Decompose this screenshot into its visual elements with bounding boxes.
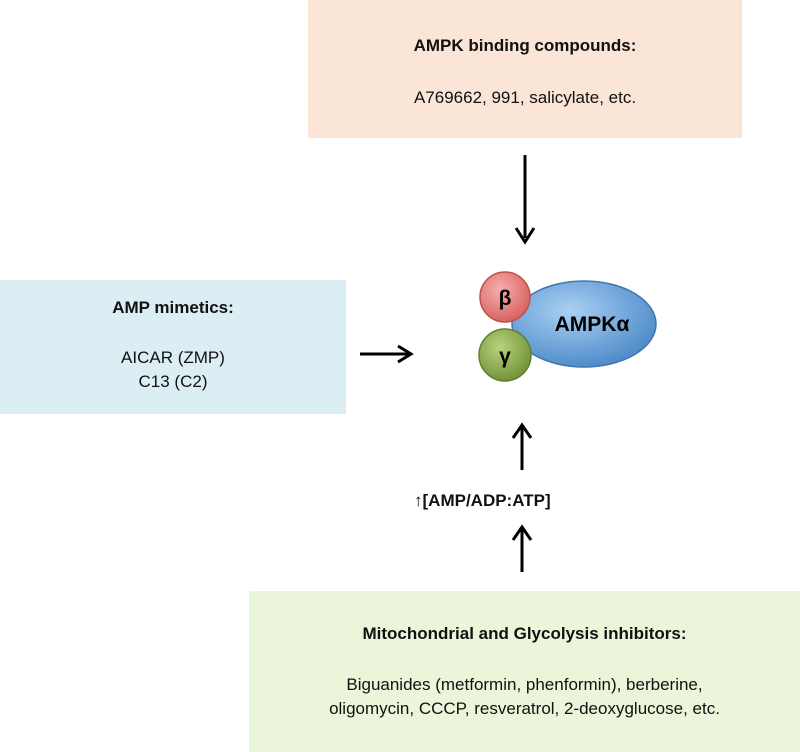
ampk-gamma-label: γ: [499, 345, 511, 368]
amp-mimetics-list: AICAR (ZMP) C13 (C2): [0, 346, 346, 394]
nucleotide-ratio-text: [AMP/ADP:ATP]: [422, 491, 551, 510]
amp-mimetic-aicar: AICAR (ZMP): [121, 348, 225, 367]
inhibitors-list: Biguanides (metformin, phenformin), berb…: [249, 673, 800, 721]
binding-compounds-title: AMPK binding compounds:: [413, 36, 637, 55]
up-arrow-icon: ↑: [414, 491, 423, 510]
ampk-alpha-subunit: [511, 280, 657, 368]
arrow-up-icon: [511, 422, 533, 470]
ampk-alpha-label: AMPKα: [555, 313, 630, 336]
ampk-beta-label: β: [499, 287, 512, 310]
ampk-beta-subunit: [479, 271, 531, 323]
inhibitors-title: Mitochondrial and Glycolysis inhibitors:: [362, 624, 687, 643]
arrow-right-icon: [360, 344, 414, 364]
nucleotide-ratio-label: ↑[AMP/ADP:ATP]: [414, 491, 634, 511]
ampk-complex: AMPKα β γ: [478, 271, 657, 382]
ampk-gamma-subunit: [478, 328, 532, 382]
binding-compounds-list: A769662, 991, salicylate, etc.: [413, 88, 637, 107]
arrow-down-icon: [514, 155, 536, 245]
arrow-up-icon: [511, 524, 533, 572]
binding-compounds-box: AMPK binding compounds: A769662, 991, sa…: [308, 0, 742, 138]
amp-mimetics-title: AMP mimetics:: [112, 298, 234, 317]
inhibitors-line-2: oligomycin, CCCP, resveratrol, 2-deoxygl…: [329, 699, 720, 718]
inhibitors-line-1: Biguanides (metformin, phenformin), berb…: [346, 675, 703, 694]
amp-mimetics-box: AMP mimetics: AICAR (ZMP) C13 (C2): [0, 280, 346, 414]
inhibitors-box: Mitochondrial and Glycolysis inhibitors:…: [249, 591, 800, 752]
amp-mimetic-c13: C13 (C2): [138, 372, 208, 391]
